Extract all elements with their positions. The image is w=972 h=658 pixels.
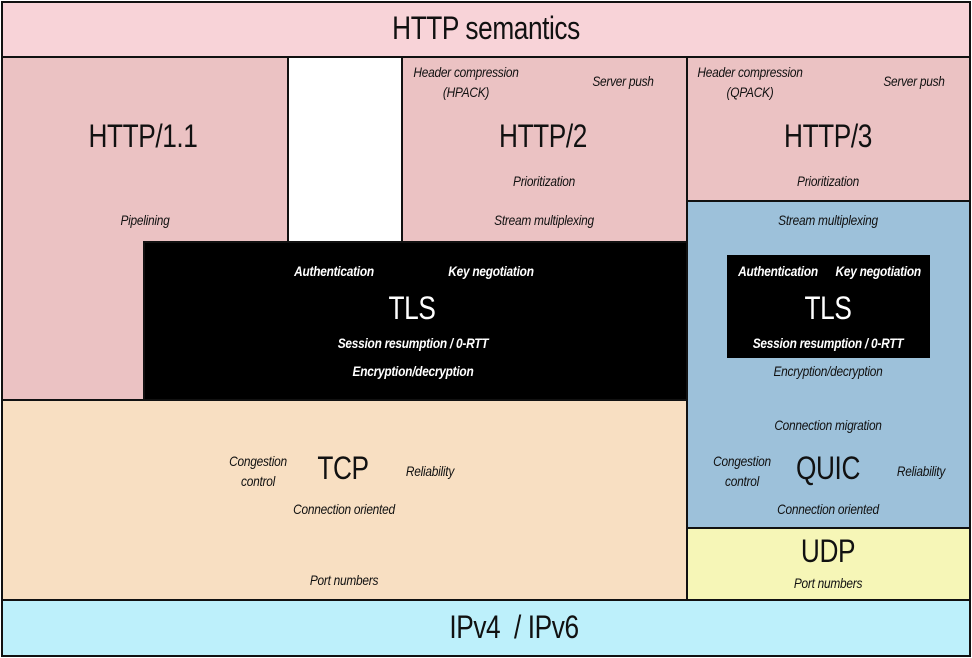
http2-hpack: (HPACK) (442, 84, 490, 100)
udp-title: UDP (800, 533, 856, 569)
quic-connection-migration: Connection migration (774, 417, 882, 433)
quic-reliability: Reliability (896, 463, 946, 479)
ip-title: IPv4 / IPv6 (449, 609, 579, 645)
http2-stream-multiplexing: Stream multiplexing (494, 212, 594, 228)
quic-tls-authentication: Authentication (738, 263, 818, 279)
http3-header-compression: Header compression (697, 64, 803, 80)
tls-layer (143, 241, 688, 401)
http11-title: HTTP/1.1 (88, 118, 198, 154)
quic-tls-session-resumption: Session resumption / 0-RTT (752, 335, 904, 351)
http3-prioritization: Prioritization (797, 173, 859, 189)
tcp-port-numbers: Port numbers (309, 572, 379, 588)
http2-header-compression: Header compression (413, 64, 519, 80)
tcp-title: TCP (317, 450, 369, 486)
http2-prioritization: Prioritization (513, 173, 575, 189)
quic-encryption: Encryption/decryption (773, 363, 883, 379)
quic-tls-key-negotiation: Key negotiation (835, 263, 922, 279)
ip-layer (1, 599, 971, 657)
tcp-layer (1, 399, 688, 601)
quic-tls-layer (727, 255, 930, 358)
http3-qpack: (QPACK) (726, 84, 774, 100)
quic-layer (686, 200, 971, 529)
tls-session-resumption: Session resumption / 0-RTT (337, 335, 489, 351)
quic-title: QUIC (796, 450, 860, 486)
udp-port-numbers: Port numbers (793, 575, 863, 591)
quic-stream-multiplexing: Stream multiplexing (778, 212, 878, 228)
udp-layer (686, 527, 971, 601)
http2-title: HTTP/2 (499, 118, 587, 154)
quic-tls-title: TLS (804, 290, 852, 326)
tls-encryption: Encryption/decryption (352, 363, 474, 379)
tls-title: TLS (388, 290, 436, 326)
tcp-congestion-control-line1: Congestion (229, 453, 287, 469)
http3-layer (686, 56, 971, 202)
http3-server-push: Server push (883, 73, 945, 89)
http-semantics-title: HTTP semantics (392, 10, 580, 46)
empty-gap (287, 56, 403, 243)
tls-key-negotiation: Key negotiation (448, 263, 534, 279)
quic-congestion-control-line1: Congestion (713, 453, 771, 469)
tcp-reliability: Reliability (405, 463, 455, 479)
quic-connection-oriented: Connection oriented (777, 501, 879, 517)
tcp-connection-oriented: Connection oriented (293, 501, 395, 517)
http11-pipelining: Pipelining (120, 212, 170, 228)
http3-title: HTTP/3 (784, 118, 872, 154)
http2-server-push: Server push (592, 73, 654, 89)
tls-authentication: Authentication (294, 263, 374, 279)
tcp-congestion-control-line2: control (241, 473, 275, 489)
quic-congestion-control-line2: control (725, 473, 759, 489)
